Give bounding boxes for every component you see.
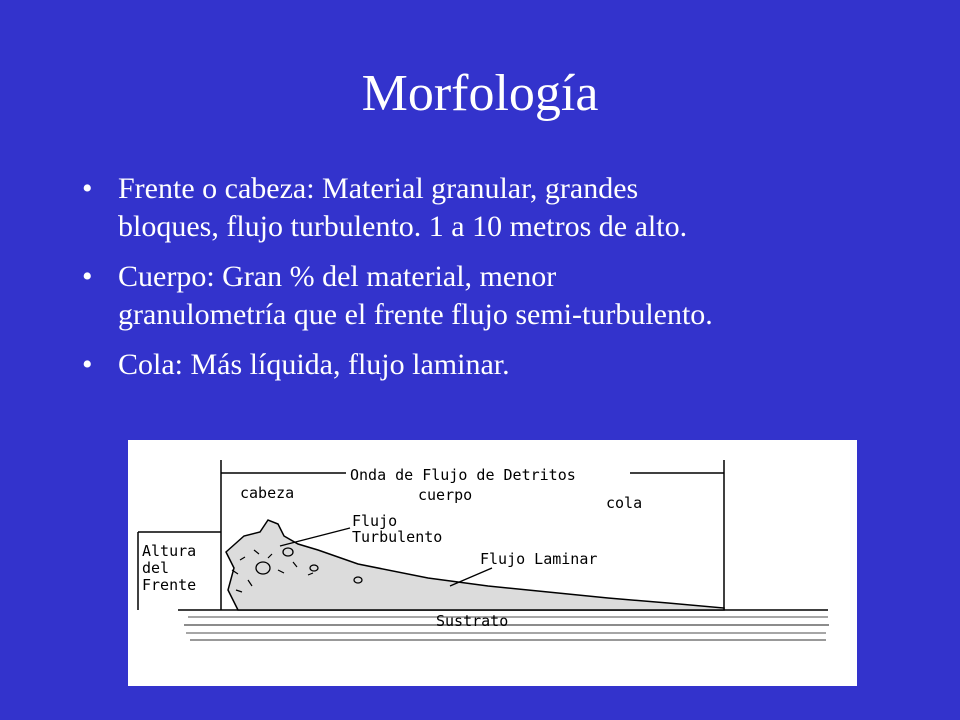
bullet-line: granulometría que el frente flujo semi-t…: [118, 298, 713, 331]
bullet-icon: •: [82, 260, 93, 293]
bullet-item: • Cola: Más líquida, flujo laminar.: [80, 346, 900, 384]
debris-flow-diagram: Onda de Flujo de Detritos cabeza cuerpo …: [128, 440, 857, 686]
turbulent-leader-line: [279, 527, 351, 547]
substrate-stipple: [184, 616, 829, 641]
body-label: cuerpo: [418, 486, 472, 504]
boulder: [309, 564, 319, 572]
laminar-label: Flujo Laminar: [480, 550, 597, 568]
bullet-line: Frente o cabeza: Material granular, gran…: [118, 172, 639, 205]
bullet-item: • Frente o cabeza: Material granular, gr…: [80, 170, 900, 246]
boulder: [255, 561, 271, 575]
diagram-svg: Onda de Flujo de Detritos cabeza cuerpo …: [137, 460, 829, 641]
flow-wave-shape: [225, 519, 725, 611]
front-height-label-line3: Frente: [142, 576, 196, 594]
bullet-line: bloques, flujo turbulento. 1 a 10 metros…: [118, 210, 688, 243]
slide-title: Morfología: [361, 65, 599, 122]
boulder: [353, 576, 363, 584]
bullet-item: • Cuerpo: Gran % del material, menor gra…: [80, 258, 900, 334]
bullet-list: • Frente o cabeza: Material granular, gr…: [80, 170, 900, 396]
diagram-title: Onda de Flujo de Detritos: [350, 466, 576, 484]
turbulent-label-line1: Flujo: [352, 512, 397, 530]
turbulent-label-line2: Turbulento: [352, 528, 442, 546]
front-height-label-line2: del: [142, 559, 169, 577]
substrate-label: Sustrato: [436, 612, 508, 630]
laminar-leader-line: [449, 567, 493, 587]
boulder: [282, 547, 294, 557]
bullet-line: Cuerpo: Gran % del material, menor: [118, 260, 557, 293]
bullet-line: Cola: Más líquida, flujo laminar.: [118, 348, 510, 381]
head-label: cabeza: [240, 484, 294, 502]
bullet-icon: •: [82, 172, 93, 205]
front-texture: [231, 549, 314, 593]
bullet-icon: •: [82, 348, 93, 381]
tail-label: cola: [606, 494, 642, 512]
front-height-label-line1: Altura: [142, 542, 196, 560]
